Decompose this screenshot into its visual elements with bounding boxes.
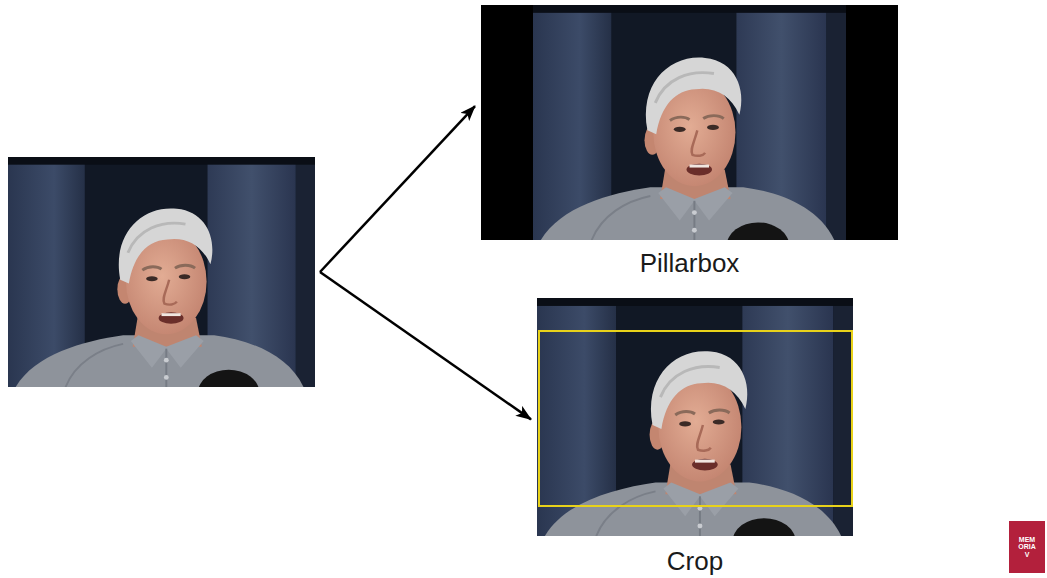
source-image bbox=[8, 157, 315, 387]
image-caption: Crop bbox=[537, 546, 853, 577]
logo-text: MEMORIAV bbox=[1017, 536, 1037, 558]
logo-mark: MEMORIAV bbox=[1009, 521, 1045, 573]
crop-image: Crop bbox=[537, 298, 853, 577]
arrow-connector bbox=[320, 106, 475, 272]
pillarbox-image: Pillarbox bbox=[481, 5, 898, 279]
arrow-connector bbox=[320, 272, 531, 419]
image-caption: Pillarbox bbox=[481, 248, 898, 279]
